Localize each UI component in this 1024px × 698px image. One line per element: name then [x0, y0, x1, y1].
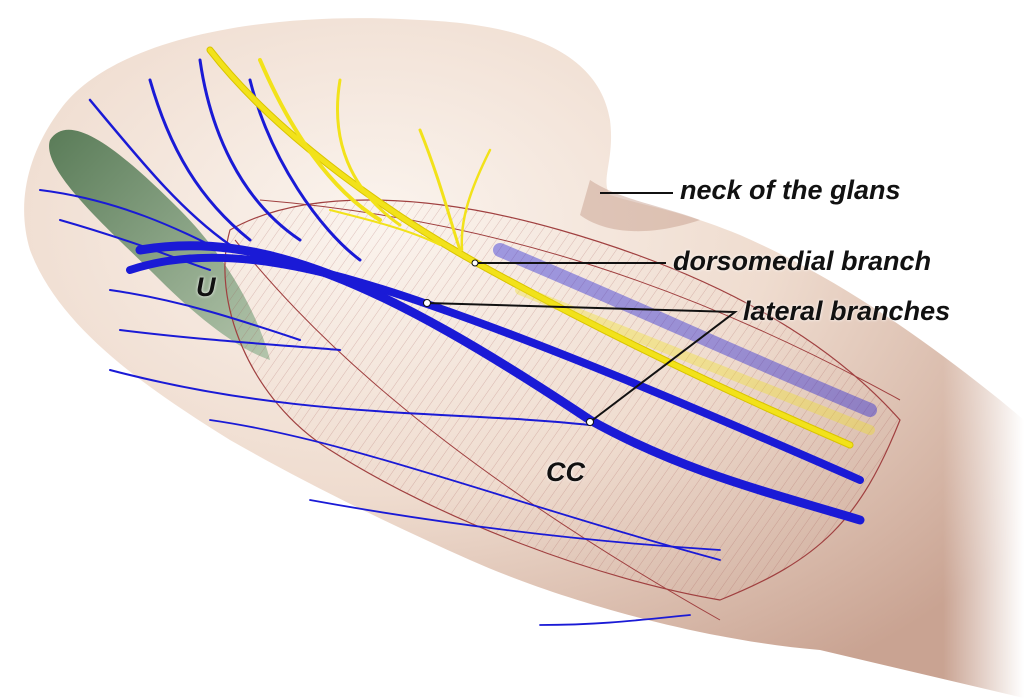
- label-corpus-cavernosum: CC: [546, 457, 585, 487]
- lateral-branch-marker: [586, 418, 594, 426]
- fade-overlay: [700, 0, 1024, 698]
- corpus-outline: [234, 239, 721, 621]
- label-urethra: U: [196, 272, 216, 302]
- dorsomedial-branch-marker: [471, 259, 479, 267]
- lateral-branch-marker: [423, 299, 431, 307]
- label-lateral-branches: lateral branches: [743, 296, 951, 326]
- label-dorsomedial-branch: dorsomedial branch: [673, 246, 932, 276]
- label-neck-of-glans: neck of the glans: [680, 175, 901, 205]
- leader-lines: [426, 192, 738, 423]
